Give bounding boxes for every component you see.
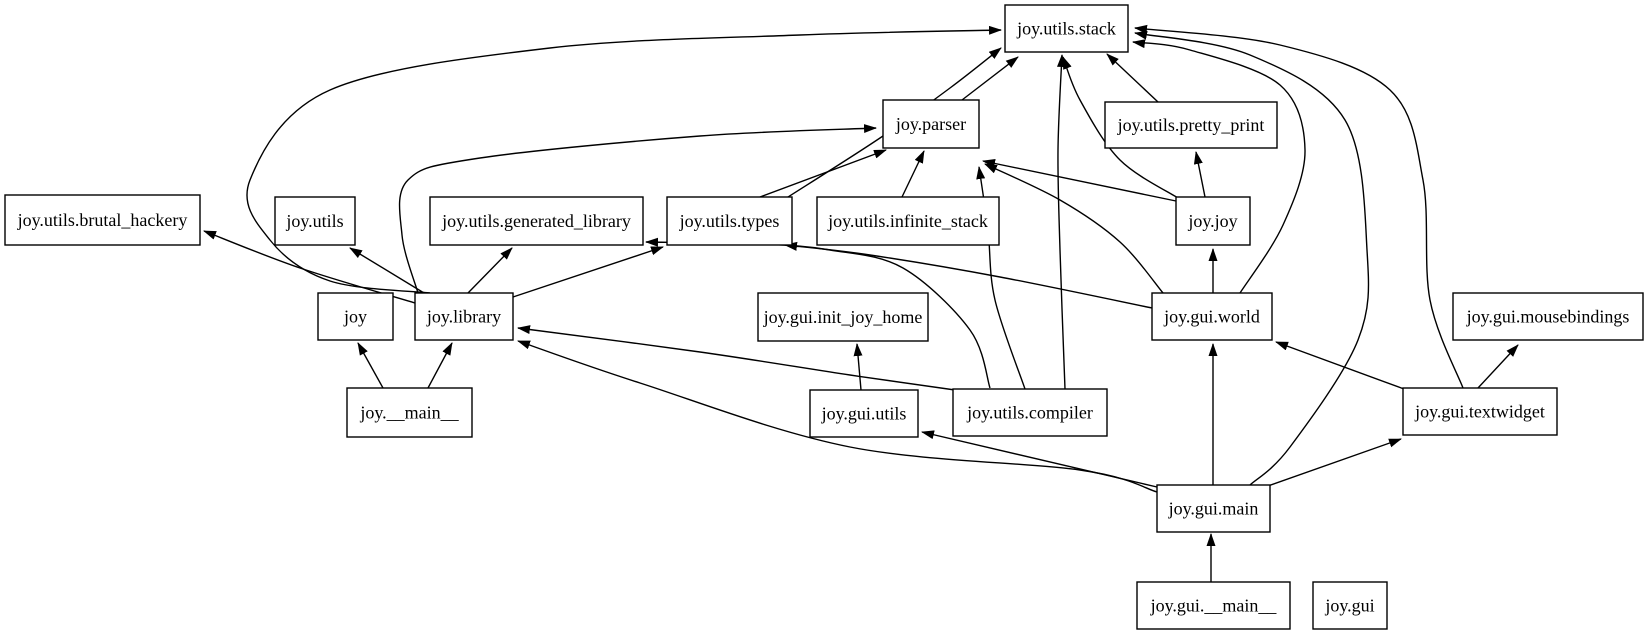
edge-joy.utils.types-to-joy.parser — [759, 149, 887, 198]
edge-joy.gui.utils-to-joy.gui.init_joy_home — [853, 343, 863, 391]
node-label-joy.gui: joy.gui — [1324, 596, 1374, 616]
node-box-joy.gui.__main__ — [1136, 581, 1291, 630]
edge-joy.joy-to-joy.utils.pretty_print — [1193, 151, 1206, 198]
edge-joy.gui.world-to-joy.utils.types — [784, 241, 1153, 309]
node-label-joy.gui.utils: joy.gui.utils — [821, 404, 907, 424]
edge-joy.gui.textwidget-to-joy.gui.mousebindings — [1477, 344, 1519, 389]
node-joy.gui.main: joy.gui.main — [1156, 484, 1271, 533]
node-box-joy.gui.main — [1156, 484, 1271, 533]
node-label-joy.gui.textwidget: joy.gui.textwidget — [1414, 402, 1545, 422]
edge-joy.utils.pretty_print-to-joy.utils.stack — [1106, 53, 1159, 103]
node-box-joy.utils.generated_library — [429, 196, 644, 246]
node-box-joy.utils — [274, 196, 356, 246]
node-label-joy.gui.world: joy.gui.world — [1163, 307, 1260, 327]
node-joy.library: joy.library — [414, 292, 514, 341]
edge-joy.gui.textwidget-to-joy.utils.stack — [1134, 24, 1464, 389]
node-label-joy.utils.brutal_hackery: joy.utils.brutal_hackery — [17, 210, 188, 230]
node-joy.gui: joy.gui — [1312, 581, 1388, 630]
node-box-joy.utils.pretty_print — [1104, 101, 1278, 149]
node-joy.gui.mousebindings: joy.gui.mousebindings — [1452, 292, 1644, 341]
node-box-joy — [317, 292, 394, 341]
node-joy.gui.world: joy.gui.world — [1151, 292, 1273, 341]
node-joy.parser: joy.parser — [882, 99, 980, 149]
node-label-joy.library: joy.library — [426, 307, 501, 327]
node-label-joy: joy — [343, 307, 367, 327]
node-joy: joy — [317, 292, 394, 341]
node-label-joy.utils.compiler: joy.utils.compiler — [966, 403, 1093, 423]
edge-joy.gui.main-to-joy.utils.stack — [1134, 30, 1370, 486]
edge-joy.library-to-joy.utils.generated_library — [467, 247, 513, 294]
node-label-joy.gui.mousebindings: joy.gui.mousebindings — [1466, 307, 1630, 327]
edge-joy.gui.textwidget-to-joy.gui.world — [1275, 341, 1405, 390]
node-label-joy.utils.infinite_stack: joy.utils.infinite_stack — [827, 211, 988, 231]
node-box-joy.gui.utils — [809, 389, 919, 438]
node-label-joy.gui.__main__: joy.gui.__main__ — [1150, 596, 1278, 616]
edge-joy.utils.compiler-to-joy.utils.stack — [1056, 54, 1066, 390]
node-box-joy.gui.world — [1151, 292, 1273, 341]
edge-joy.utils.infinite_stack-to-joy.parser — [901, 150, 925, 198]
node-joy.joy: joy.joy — [1175, 196, 1251, 246]
node-joy.__main__: joy.__main__ — [346, 387, 473, 438]
edge-joy.library-to-joy.utils.stack — [246, 25, 1002, 294]
node-label-joy.joy: joy.joy — [1187, 211, 1237, 231]
node-box-joy.utils.compiler — [952, 388, 1108, 437]
edge-joy.__main__-to-joy — [357, 342, 384, 389]
node-joy.utils.infinite_stack: joy.utils.infinite_stack — [816, 196, 1000, 246]
edge-joy.joy-to-joy.utils.stack — [1062, 56, 1179, 199]
edge-joy.library-to-joy.utils — [349, 247, 425, 294]
node-joy.utils.pretty_print: joy.utils.pretty_print — [1104, 101, 1278, 149]
edge-joy.gui.world-to-joy.utils.stack — [1132, 39, 1306, 294]
edge-joy.joy-to-joy.parser — [982, 159, 1177, 202]
node-joy.utils.compiler: joy.utils.compiler — [952, 388, 1108, 437]
node-joy.gui.utils: joy.gui.utils — [809, 389, 919, 438]
node-box-joy.utils.stack — [1004, 4, 1129, 53]
node-label-joy.gui.init_joy_home: joy.gui.init_joy_home — [763, 307, 923, 327]
edge-joy.gui.main-to-joy.gui.textwidget — [1267, 438, 1402, 487]
node-box-joy.__main__ — [346, 387, 473, 438]
node-label-joy.__main__: joy.__main__ — [359, 403, 459, 423]
node-box-joy.gui — [1312, 581, 1388, 630]
node-label-joy.utils.pretty_print: joy.utils.pretty_print — [1117, 115, 1265, 135]
node-box-joy.utils.infinite_stack — [816, 196, 1000, 246]
node-joy.gui.__main__: joy.gui.__main__ — [1136, 581, 1291, 630]
node-label-joy.utils.stack: joy.utils.stack — [1016, 19, 1116, 39]
node-box-joy.gui.init_joy_home — [757, 292, 929, 342]
node-box-joy.utils.types — [666, 196, 793, 246]
edge-joy.library-to-joy.utils.types — [512, 246, 664, 298]
node-joy.utils.brutal_hackery: joy.utils.brutal_hackery — [4, 194, 201, 246]
node-joy.utils: joy.utils — [274, 196, 356, 246]
node-label-joy.utils.types: joy.utils.types — [679, 211, 780, 231]
node-label-joy.utils: joy.utils — [285, 211, 343, 231]
edge-joy.parser-to-joy.utils.stack — [961, 56, 1019, 101]
edge-joy.gui.main-to-joy.library — [517, 340, 1158, 493]
node-box-joy.library — [414, 292, 514, 341]
edge-joy.__main__-to-joy.library — [427, 342, 453, 389]
node-box-joy.gui.mousebindings — [1452, 292, 1644, 341]
edge-joy.utils.compiler-to-joy.library — [517, 325, 956, 391]
node-joy.gui.textwidget: joy.gui.textwidget — [1402, 387, 1558, 436]
node-label-joy.parser: joy.parser — [895, 114, 966, 134]
node-joy.utils.types: joy.utils.types — [666, 196, 793, 246]
node-label-joy.utils.generated_library: joy.utils.generated_library — [441, 211, 631, 231]
node-box-joy.parser — [882, 99, 980, 149]
node-joy.utils.stack: joy.utils.stack — [1004, 4, 1129, 53]
node-label-joy.gui.main: joy.gui.main — [1168, 499, 1259, 519]
node-box-joy.gui.textwidget — [1402, 387, 1558, 436]
node-joy.utils.generated_library: joy.utils.generated_library — [429, 196, 644, 246]
node-box-joy.joy — [1175, 196, 1251, 246]
edge-joy.gui.world-to-joy.parser — [984, 163, 1164, 294]
node-box-joy.utils.brutal_hackery — [4, 194, 201, 246]
edge-joy.library-to-joy.parser — [398, 124, 877, 294]
node-joy.gui.init_joy_home: joy.gui.init_joy_home — [757, 292, 929, 342]
